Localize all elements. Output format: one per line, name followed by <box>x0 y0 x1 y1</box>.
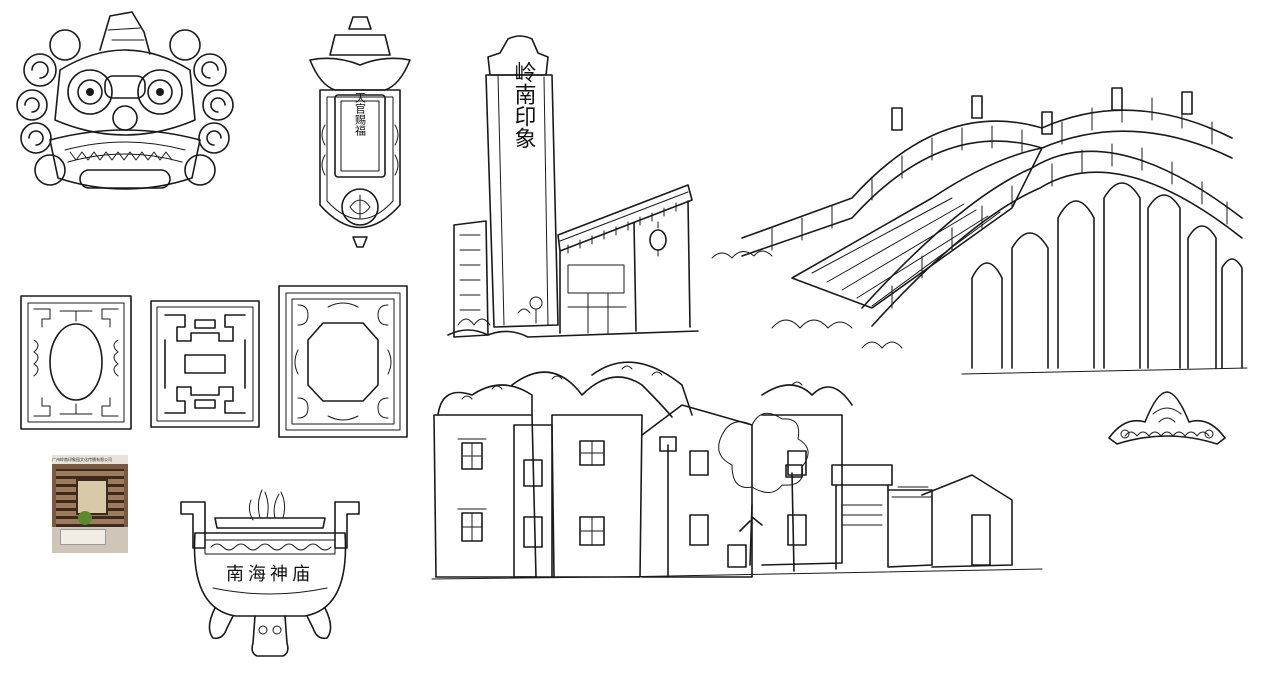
arch-bridge-icon <box>711 87 1248 375</box>
roof-ridge-icon <box>1108 391 1226 445</box>
roof-ridge-ornament <box>1105 388 1230 450</box>
hanging-plaque-illustration: 天官赐福 <box>305 15 415 250</box>
display-table <box>60 529 106 545</box>
lattice-window-icon <box>150 300 260 428</box>
lion-head-illustration <box>10 10 240 210</box>
tower-gate-illustration: 岭南印象 <box>447 35 708 345</box>
incense-burner-illustration: 南海神庙 <box>175 488 365 660</box>
village-street-illustration <box>431 355 1043 595</box>
lattice-window-icon <box>20 295 132 430</box>
lion-head-icon <box>16 11 234 190</box>
incense-burner-icon: 南海神庙 <box>180 489 360 657</box>
potted-plant <box>78 511 92 525</box>
arch-bridge-illustration <box>711 78 1250 378</box>
plaque-ornament-icon: 天官赐福 <box>309 16 411 248</box>
village-street-icon <box>431 361 1043 580</box>
tower-inscription: 岭南印象 <box>511 61 536 149</box>
showroom-photo: 广州岭南印象园文化传播有限公司 <box>52 455 128 553</box>
lattice-window-octagon <box>278 285 408 438</box>
censer-inscription: 南海神庙 <box>226 564 314 585</box>
tower-gate-icon: 岭南印象 <box>447 35 699 338</box>
lattice-window-fret <box>150 300 260 428</box>
photo-header-text: 广州岭南印象园文化传播有限公司 <box>52 455 128 464</box>
lattice-window-oval <box>20 295 132 430</box>
screen-panel <box>76 479 108 515</box>
lattice-window-icon <box>278 285 408 438</box>
plaque-inscription: 天官赐福 <box>354 92 367 137</box>
